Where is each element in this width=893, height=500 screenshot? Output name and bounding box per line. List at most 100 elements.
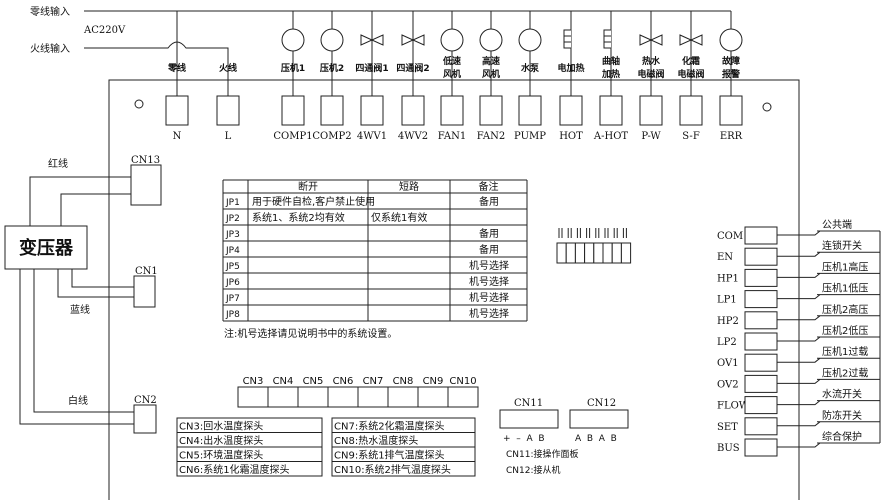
- cn12-pins: A B A B: [575, 434, 617, 444]
- input-desc: 压机2高压: [822, 303, 868, 316]
- dip-position[interactable]: [611, 242, 622, 264]
- motor-icon: [479, 28, 503, 52]
- input-ov2: OV2 压机2过载: [717, 366, 880, 393]
- cn11-note: CN11:接操作面板: [506, 448, 579, 460]
- input-desc: 综合保护: [822, 430, 862, 443]
- switch-contact-icon: [777, 357, 880, 363]
- cn12-connector: [569, 409, 629, 429]
- sensor-legend-text: CN3:回水温度探头: [179, 420, 263, 433]
- terminal-connector: [216, 95, 240, 126]
- input-desc: 连锁开关: [822, 239, 862, 252]
- switch-contact-icon: [777, 336, 880, 342]
- terminal-4wv2: 四通阀2 4WV2: [396, 11, 430, 142]
- note-desc: 机号选择: [469, 259, 509, 272]
- sensor-legend-text: CN6:系统1化霜温度探头: [179, 463, 290, 476]
- table-row: JP6 机号选择: [225, 275, 509, 288]
- sensor-connector-label: CN3: [243, 376, 264, 387]
- terminal-desc: 四通阀2: [396, 62, 429, 74]
- dip-position[interactable]: [574, 242, 586, 264]
- input-label: OV1: [717, 358, 739, 369]
- dip-label-mark: [576, 228, 581, 238]
- sensor-connector: [297, 386, 329, 408]
- jumper-id: JP1: [225, 198, 240, 208]
- sensor-legend-row: [176, 461, 323, 477]
- switch-contact-icon: [777, 315, 880, 321]
- terminal-desc: 火线: [219, 62, 237, 74]
- sensor-legend-text: CN5:环境温度探头: [179, 449, 263, 462]
- terminal-desc: 化霜: [682, 55, 700, 67]
- dip-switch[interactable]: [556, 228, 632, 264]
- terminal-label: 4WV2: [398, 131, 428, 142]
- valve-icon: [639, 34, 663, 46]
- dip-position[interactable]: [620, 242, 632, 264]
- input-label: HP1: [717, 273, 739, 284]
- switch-contact-icon: [777, 378, 880, 384]
- input-desc: 水流开关: [822, 388, 862, 401]
- cn1-connector: [133, 275, 156, 308]
- table-header: 备注: [479, 180, 499, 193]
- sensor-connector: [447, 386, 479, 408]
- terminal-connector: [479, 95, 503, 126]
- dip-position[interactable]: [584, 242, 595, 264]
- valve-icon: [679, 34, 703, 46]
- jumper-id: JP3: [225, 230, 240, 240]
- input-label: OV2: [717, 379, 739, 390]
- terminal-l: 火线L: [216, 62, 240, 142]
- terminal-desc: 电加热: [557, 62, 584, 74]
- switch-contact-icon: [777, 294, 880, 300]
- input-label: COM: [717, 231, 743, 242]
- terminal-desc: 压机2: [320, 62, 344, 74]
- dip-position[interactable]: [565, 242, 576, 264]
- note-desc: 备用: [479, 227, 499, 240]
- input-connector: [744, 268, 778, 287]
- jumper-id: JP2: [225, 214, 240, 224]
- input-en: EN 连锁开关: [717, 239, 880, 266]
- dip-label-mark: [613, 228, 618, 238]
- input-desc: 公共端: [822, 218, 852, 231]
- terminal-label: A-HOT: [593, 131, 629, 142]
- input-connector: [744, 417, 778, 436]
- blue-wire: [57, 269, 134, 298]
- terminal-desc: 曲轴: [602, 55, 620, 67]
- input-label: LP2: [717, 337, 737, 348]
- terminal-desc: 电磁阀: [677, 68, 704, 80]
- terminal-desc: 水泵: [521, 62, 540, 74]
- input-desc: 压机2过载: [822, 366, 868, 379]
- sensor-legend-row: [331, 461, 476, 477]
- note-desc: 机号选择: [469, 275, 509, 288]
- input-com: COM 公共端: [717, 218, 880, 245]
- input-label: HP2: [717, 316, 739, 327]
- voltage-label: AC220V: [83, 25, 126, 36]
- jumper-id: JP6: [225, 278, 240, 288]
- terminal-connector: [719, 95, 743, 126]
- dip-position[interactable]: [593, 242, 604, 264]
- input-label: SET: [717, 422, 738, 433]
- terminal-connector: [165, 95, 189, 126]
- terminal-connector: [360, 95, 384, 126]
- input-label: EN: [717, 252, 733, 263]
- cn12-note: CN12:接从机: [506, 464, 561, 476]
- cn12-label: CN12: [587, 398, 616, 409]
- terminal-label: FAN2: [477, 131, 505, 142]
- neutral-input-label: 零线输入: [30, 5, 70, 18]
- input-connector: [744, 247, 778, 266]
- cn11-connector: [499, 409, 559, 429]
- terminal-desc: 四通阀1: [355, 62, 388, 74]
- dip-position[interactable]: [602, 242, 613, 264]
- sensor-connector: [387, 386, 419, 408]
- dip-position[interactable]: [556, 242, 567, 264]
- live-line: [84, 41, 229, 96]
